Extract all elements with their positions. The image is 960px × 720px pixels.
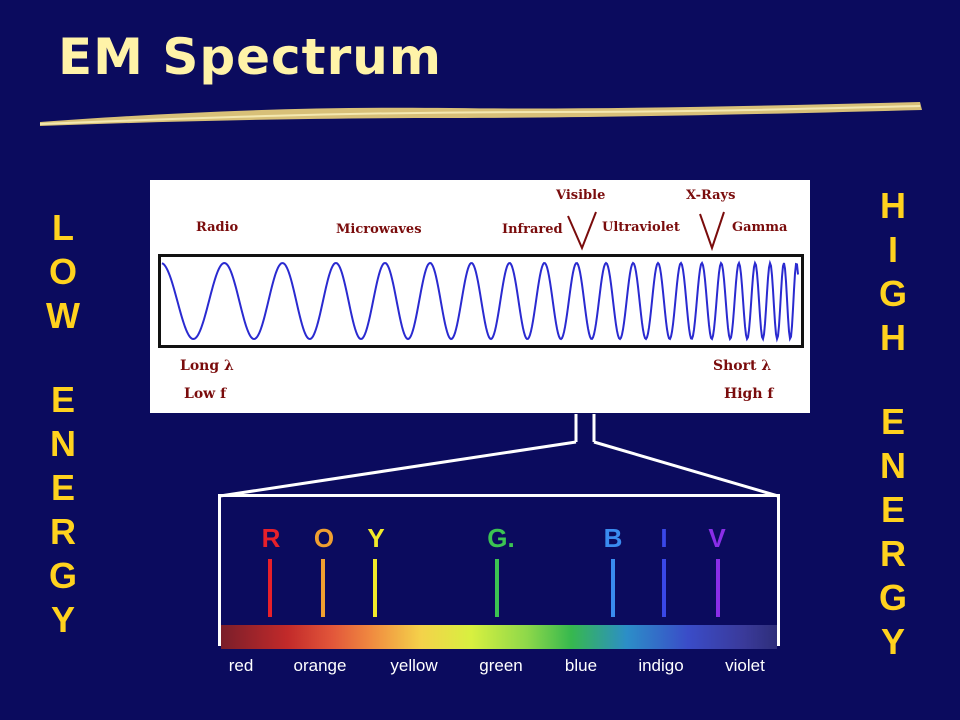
high-letter: N	[880, 445, 906, 486]
low-letter: N	[50, 423, 76, 464]
low-frequency-label: Low f	[184, 386, 227, 402]
band-radio: Radio	[196, 220, 239, 235]
band-visible: Visible	[556, 188, 606, 203]
band-ultraviolet: Ultraviolet	[602, 220, 680, 235]
letter-violet: V	[708, 523, 726, 553]
tick-indigo	[662, 559, 666, 617]
low-letter: E	[50, 379, 75, 420]
xray-pointer	[699, 211, 725, 252]
letter-green: G.	[487, 523, 515, 553]
em-spectrum-diagram: Radio Microwaves Infrared Visible Ultrav…	[150, 180, 810, 413]
high-frequency-label: High f	[724, 386, 774, 402]
low-letter: L	[52, 207, 74, 248]
high-letter: G	[878, 577, 907, 618]
rainbow-gradient-bar	[221, 625, 777, 649]
low-letter: W	[46, 295, 80, 336]
band-microwaves: Microwaves	[336, 222, 422, 237]
letter-blue: B	[603, 523, 623, 553]
low-letter: Y	[50, 599, 75, 640]
high-letter: E	[880, 401, 905, 442]
em-wave	[161, 259, 799, 343]
letter-orange: O	[313, 523, 335, 553]
letter-indigo: I	[660, 523, 668, 553]
short-wavelength-label: Short λ	[713, 358, 772, 374]
tick-yellow	[373, 559, 377, 617]
tick-violet	[716, 559, 720, 617]
tick-green	[495, 559, 499, 617]
high-letter: I	[887, 229, 898, 270]
low-letter: O	[48, 251, 77, 292]
letter-red: R	[261, 523, 281, 553]
color-name-red: red	[228, 656, 254, 675]
tick-orange	[321, 559, 325, 617]
band-gamma: Gamma	[732, 220, 788, 235]
high-letter: G	[878, 273, 907, 314]
visible-pointer	[567, 211, 597, 251]
band-infrared: Infrared	[502, 222, 563, 237]
page-title: EM Spectrum	[58, 28, 442, 86]
tick-blue	[611, 559, 615, 617]
high-letter: H	[880, 185, 906, 226]
wave-frame	[158, 254, 804, 348]
color-name-violet: violet	[725, 656, 765, 675]
high-letter: H	[880, 317, 906, 358]
high-letter: E	[880, 489, 905, 530]
color-name-indigo: indigo	[638, 656, 684, 675]
high-letter: R	[880, 533, 906, 574]
title-underline	[39, 102, 922, 126]
long-wavelength-label: Long λ	[180, 358, 234, 374]
low-letter: R	[50, 511, 76, 552]
low-letter: E	[50, 467, 75, 508]
letter-yellow: Y	[367, 523, 385, 553]
visible-spectrum-panel: R O Y G. B I V	[218, 494, 780, 649]
high-letter: Y	[880, 621, 905, 662]
color-name-blue: blue	[564, 656, 598, 675]
low-energy-label: L O W E N E R G Y	[38, 206, 88, 642]
color-name-yellow: yellow	[390, 656, 438, 675]
band-pointers	[567, 211, 725, 252]
band-xrays: X-Rays	[686, 188, 736, 203]
low-letter: G	[48, 555, 77, 596]
color-name-green: green	[479, 656, 523, 675]
color-name-orange: orange	[293, 656, 347, 675]
high-energy-label: H I G H E N E R G Y	[868, 184, 918, 664]
tick-red	[268, 559, 272, 617]
